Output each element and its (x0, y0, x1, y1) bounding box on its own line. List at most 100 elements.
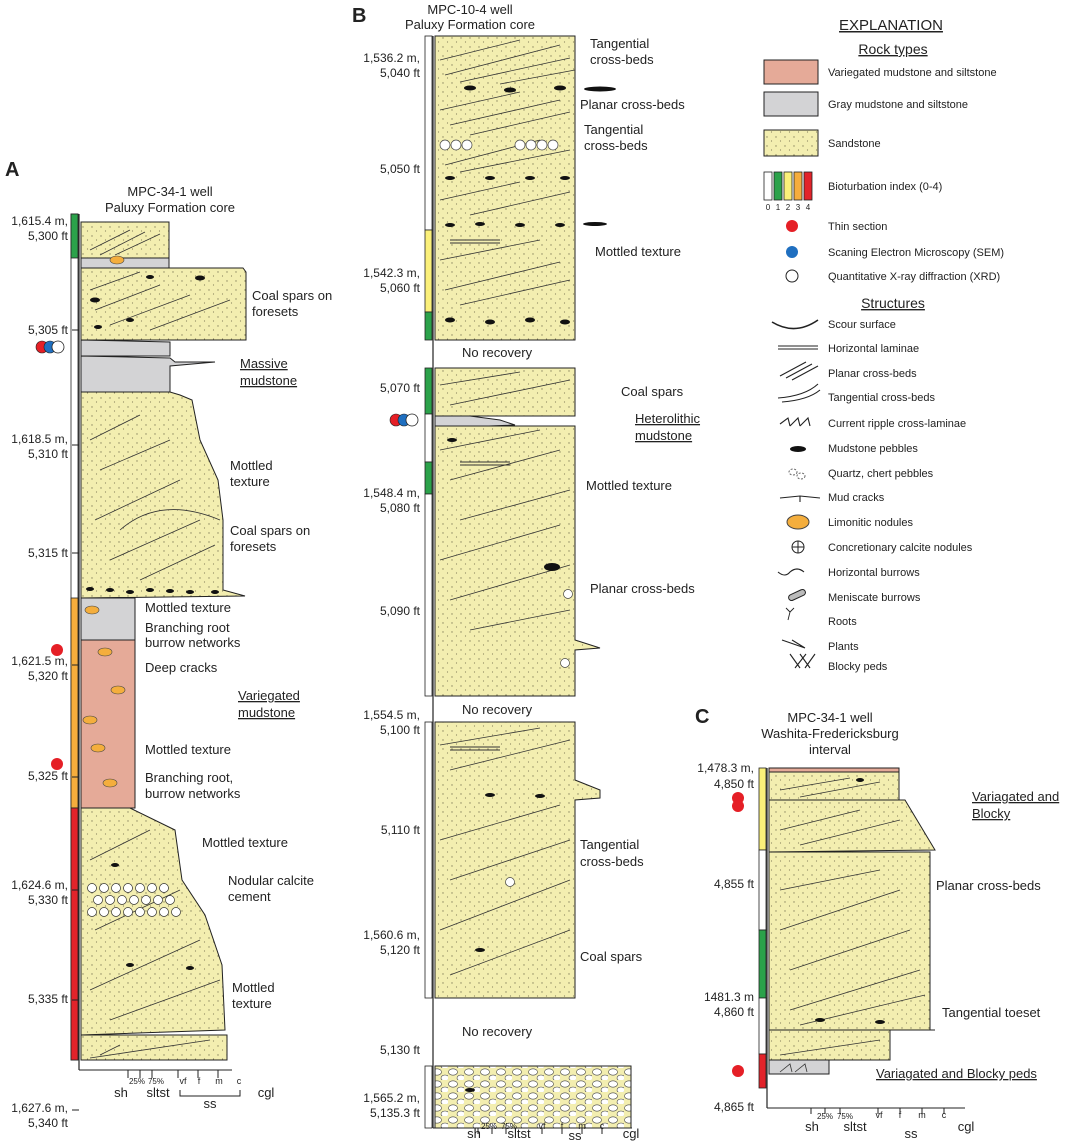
xrd-marker (51, 340, 65, 354)
gray-mudstone-bed (80, 257, 170, 269)
svg-text:Scaning Electron Microscopy (S: Scaning Electron Microscopy (SEM) (828, 247, 1004, 259)
legend-structures-heading: Structures (861, 295, 925, 311)
panel-a-annotations: Coal spars on foresets Massive mudstone … (145, 288, 332, 1011)
legend-sem-icon (786, 246, 798, 258)
panel-b-annotations: Tangential cross-beds Planar cross-beds … (462, 36, 701, 1039)
svg-text:1481.3 m: 1481.3 m (704, 990, 754, 1004)
svg-text:Meniscate burrows: Meniscate burrows (828, 592, 921, 604)
svg-text:c: c (237, 1076, 242, 1086)
legend-quartz-pebble-icon (788, 468, 806, 480)
svg-text:sh: sh (467, 1126, 481, 1141)
svg-text:5,080 ft: 5,080 ft (380, 501, 421, 515)
svg-text:Horizontal laminae: Horizontal laminae (828, 343, 919, 355)
svg-text:5,120 ft: 5,120 ft (380, 943, 421, 957)
svg-text:5,090 ft: 5,090 ft (380, 604, 421, 618)
svg-text:vf: vf (179, 1076, 187, 1086)
legend-rock-heading: Rock types (858, 41, 927, 57)
svg-text:c: c (942, 1110, 947, 1120)
svg-text:1,565.2 m,: 1,565.2 m, (363, 1091, 420, 1105)
gray-mudstone-bed (768, 1059, 830, 1075)
legend-limonitic-nodule-icon (786, 514, 810, 530)
panel-c-letter: C (695, 706, 709, 728)
grain-size-axis-b: sh 25% 75% sltst vf f m c ss cgl (433, 1121, 639, 1141)
conglomerate-bed (434, 1065, 632, 1129)
svg-text:vf: vf (875, 1110, 883, 1120)
svg-text:75%: 75% (148, 1077, 164, 1086)
svg-text:sltst: sltst (843, 1119, 867, 1134)
svg-text:5,310 ft: 5,310 ft (28, 447, 69, 461)
svg-text:ss: ss (905, 1126, 919, 1141)
svg-text:5,130 ft: 5,130 ft (380, 1043, 421, 1057)
svg-text:5,315 ft: 5,315 ft (28, 546, 69, 560)
svg-text:m: m (215, 1076, 223, 1086)
panel-b: B MPC-10-4 well Paluxy Formation core (352, 2, 701, 1141)
svg-text:Quartz, chert pebbles: Quartz, chert pebbles (828, 468, 934, 480)
legend-structure-icons (771, 319, 821, 669)
sandstone-bed (768, 771, 900, 801)
panel-a-subtitle: Paluxy Formation core (105, 200, 235, 215)
svg-text:Branching root: Branching root (145, 620, 230, 635)
legend-thin-section-icon (786, 220, 798, 232)
svg-text:burrow networks: burrow networks (145, 786, 241, 801)
legend-meniscate-burrow-icon (788, 588, 806, 602)
svg-text:Tangential cross-beds: Tangential cross-beds (828, 392, 936, 404)
legend-bioturbation-scale (763, 171, 813, 201)
panel-c-annotations: Variagated and Blocky Planar cross-beds … (876, 789, 1059, 1081)
svg-text:5,135.3 ft: 5,135.3 ft (370, 1106, 421, 1120)
svg-text:5,325 ft: 5,325 ft (28, 769, 69, 783)
variegated-mudstone-bed (80, 639, 136, 809)
svg-text:Concretionary calcite nodules: Concretionary calcite nodules (828, 542, 973, 554)
thin-section-marker (732, 800, 744, 812)
svg-text:ss: ss (204, 1096, 218, 1111)
sandstone-bed (434, 35, 576, 341)
svg-text:5,040 ft: 5,040 ft (380, 66, 421, 80)
svg-text:foresets: foresets (230, 539, 277, 554)
svg-text:cross-beds: cross-beds (584, 138, 648, 153)
panel-b-letter: B (352, 5, 366, 27)
thin-section-marker (51, 758, 63, 770)
svg-text:2: 2 (786, 203, 791, 212)
bioturbation-bar (758, 767, 767, 1089)
svg-text:1: 1 (776, 203, 781, 212)
mudstone-pebbles (445, 85, 616, 1092)
svg-text:Mottled texture: Mottled texture (145, 742, 231, 757)
panel-c-subtitle: Washita-Fredericksburg (761, 726, 899, 741)
svg-text:cgl: cgl (623, 1126, 640, 1141)
svg-text:Current ripple cross-laminae: Current ripple cross-laminae (828, 418, 966, 430)
svg-text:mudstone: mudstone (238, 705, 295, 720)
xrd-marker (405, 413, 419, 427)
bioturbation-segment (70, 807, 79, 1061)
svg-text:1,624.6 m,: 1,624.6 m, (11, 878, 68, 892)
svg-text:Branching root,: Branching root, (145, 770, 233, 785)
svg-text:Massive: Massive (240, 356, 288, 371)
svg-text:4,865 ft: 4,865 ft (714, 1100, 755, 1114)
panel-c-subtitle-2: interval (809, 742, 851, 757)
svg-text:Planar cross-beds: Planar cross-beds (590, 581, 695, 596)
svg-text:1,536.2 m,: 1,536.2 m, (363, 51, 420, 65)
svg-text:Variagated and Blocky peds: Variagated and Blocky peds (876, 1066, 1037, 1081)
cross-beds (779, 777, 926, 1073)
svg-text:1,615.4 m,: 1,615.4 m, (11, 214, 68, 228)
svg-text:texture: texture (230, 474, 270, 489)
svg-text:1,621.5 m,: 1,621.5 m, (11, 654, 68, 668)
legend-swatch-variegated (763, 59, 819, 85)
svg-text:5,050 ft: 5,050 ft (380, 162, 421, 176)
svg-text:5,100 ft: 5,100 ft (380, 723, 421, 737)
svg-text:1,560.6 m,: 1,560.6 m, (363, 928, 420, 942)
sandstone-bed (434, 367, 576, 417)
svg-text:Variagated and: Variagated and (972, 789, 1059, 804)
svg-text:25%: 25% (129, 1077, 145, 1086)
svg-text:vf: vf (538, 1121, 546, 1131)
panel-b-title: MPC-10-4 well (427, 2, 512, 17)
thin-section-marker (51, 644, 63, 656)
svg-text:f: f (561, 1121, 564, 1131)
svg-text:Mottled texture: Mottled texture (145, 600, 231, 615)
svg-text:cement: cement (228, 889, 271, 904)
sandstone-bed (768, 851, 935, 1031)
svg-text:5,335 ft: 5,335 ft (28, 992, 69, 1006)
calcite-nodules (87, 883, 181, 917)
svg-text:5,330 ft: 5,330 ft (28, 893, 69, 907)
svg-text:1,618.5 m,: 1,618.5 m, (11, 432, 68, 446)
svg-text:No recovery: No recovery (462, 345, 533, 360)
legend: EXPLANATION Rock types Variegated mudsto… (763, 17, 1004, 673)
